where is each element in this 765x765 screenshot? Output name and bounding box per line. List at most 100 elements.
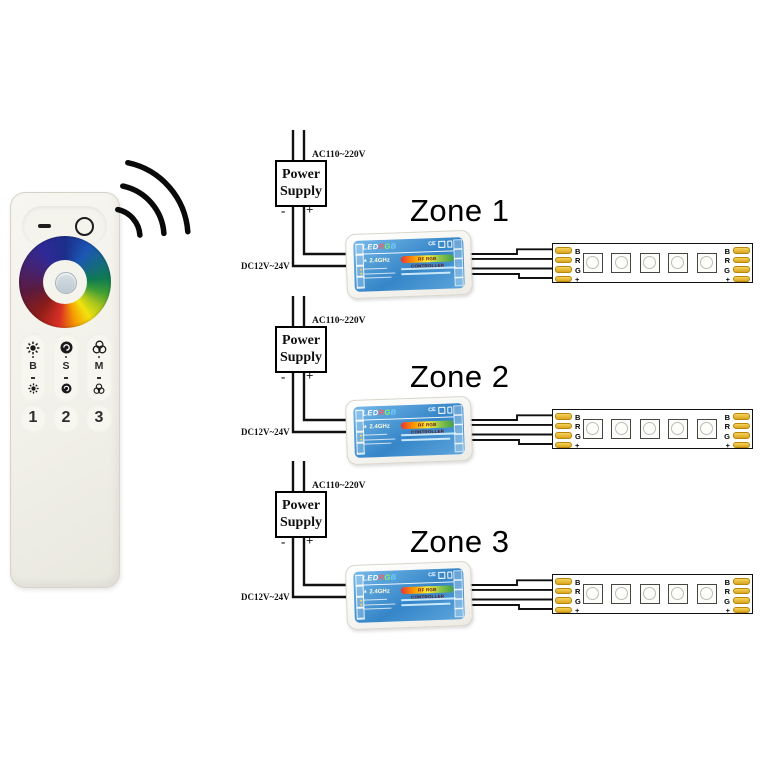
- pad-label-left: +: [575, 606, 580, 616]
- wiring-svg: [291, 461, 553, 610]
- controller-label: LEDRGB CE ▲ 2.4GHz RF RGB CONTROLLER: [353, 568, 465, 623]
- brand-rgb-text: RGB: [378, 241, 396, 251]
- led-chip: [668, 418, 689, 439]
- brand-rgb-letter: B: [390, 241, 397, 251]
- brightness-letter: B: [29, 360, 37, 372]
- zone2-button: 2: [61, 409, 71, 426]
- led-chip: [668, 583, 689, 604]
- warning-triangle-icon: ▲: [362, 423, 368, 430]
- solder-pad-left: [555, 606, 572, 614]
- ac-voltage-label: AC110~220V: [312, 481, 366, 491]
- brightness-down-icon: [27, 383, 39, 394]
- pad-label-left: G: [575, 265, 581, 275]
- rohs-icon: [437, 406, 445, 414]
- solder-pad-left: [555, 578, 572, 585]
- freq-text: 2.4GHz: [369, 423, 390, 431]
- solder-pad-right: [733, 422, 750, 430]
- pad-label-right: G: [724, 596, 730, 606]
- frequency-label: ▲ 2.4GHz: [363, 423, 390, 431]
- dc-negative-wire: [291, 538, 346, 599]
- certification-marks: CE: [428, 405, 453, 414]
- dc-positive-wire: [302, 207, 346, 256]
- minus-dash: [30, 377, 36, 379]
- pad-label-left: R: [575, 422, 581, 432]
- frequency-label: ▲ 2.4GHz: [363, 588, 390, 596]
- pad-label-left: G: [575, 431, 581, 441]
- rgb-controller: LEDRGB CE ▲ 2.4GHz RF RGB CONTROLLER: [344, 395, 474, 466]
- led-chip: [696, 583, 717, 604]
- solder-pad-right: [733, 597, 750, 604]
- solder-pad-left: [555, 587, 572, 595]
- bullet-dot: [359, 434, 362, 437]
- dc-voltage-label: DC12V~24V: [241, 592, 290, 602]
- mode-letter: M: [94, 360, 104, 372]
- mode-up-icon: [92, 340, 106, 354]
- led-chip: [696, 252, 717, 273]
- speed-letter: S: [62, 360, 70, 372]
- dc-negative-wire: [291, 373, 346, 434]
- strip-wire-b: [469, 248, 553, 255]
- weee-bin-icon: [446, 570, 453, 579]
- led-chip: [611, 252, 632, 273]
- fine-print-line: [363, 267, 388, 270]
- fine-print-line: [363, 598, 388, 601]
- pad-label-right: B: [724, 412, 730, 422]
- pad-label-right: B: [724, 246, 730, 256]
- brand-rgb-text: RGB: [378, 572, 396, 582]
- weee-bin-icon: [446, 239, 453, 248]
- certification-marks: CE: [428, 239, 453, 248]
- strip-wire-plus: [469, 604, 553, 610]
- frequency-label: ▲ 2.4GHz: [363, 257, 390, 265]
- solder-pad-right: [733, 587, 750, 595]
- ac-voltage-label: AC110~220V: [312, 316, 366, 326]
- solder-pad-right: [733, 441, 750, 449]
- led-chip: [611, 418, 632, 439]
- dc-voltage-label: DC12V~24V: [241, 261, 290, 271]
- remote-control: B S M 1 2 3: [10, 192, 120, 588]
- solder-pad-right: [733, 275, 750, 283]
- solder-pad-right: [733, 413, 750, 420]
- led-chip: [583, 418, 603, 439]
- controller-label: LEDRGB CE ▲ 2.4GHz RF RGB CONTROLLER: [353, 237, 465, 292]
- controller-brand: LEDRGB: [362, 407, 396, 417]
- fine-print-line: [363, 602, 396, 606]
- negative-terminal-label: -: [281, 369, 286, 384]
- brand-led-text: LED: [362, 408, 379, 418]
- pad-label-left: R: [575, 256, 581, 266]
- pad-label-right: G: [724, 265, 730, 275]
- strip-wire-plus: [469, 439, 553, 445]
- wireless-signal-icon: [115, 159, 191, 238]
- fine-print-line: [363, 271, 396, 275]
- led-chip: [639, 583, 660, 604]
- controller-brand: LEDRGB: [362, 241, 396, 251]
- solder-pad-left: [555, 247, 572, 254]
- zone1-button-pad: [20, 404, 46, 432]
- pad-label-left: B: [575, 246, 581, 256]
- pad-label-left: G: [575, 596, 581, 606]
- fine-print-line: [401, 437, 451, 441]
- zone-section: AC110~220V Power Supply - + DC12V~24V Zo…: [240, 296, 765, 468]
- controller-label: LEDRGB CE ▲ 2.4GHz RF RGB CONTROLLER: [353, 403, 465, 458]
- positive-terminal-label: +: [306, 202, 314, 217]
- solder-pad-right: [733, 247, 750, 254]
- brand-led-text: LED: [362, 573, 379, 583]
- strip-wire-plus: [469, 273, 553, 279]
- ce-mark: CE: [428, 572, 436, 579]
- strip-wire-b: [469, 414, 553, 421]
- positive-terminal-label: +: [306, 533, 314, 548]
- led-chip: [611, 583, 632, 604]
- mode-down-icon: [93, 383, 105, 394]
- brand-rgb-letter: B: [390, 572, 397, 582]
- power-supply-box: Power Supply: [275, 160, 327, 207]
- bullet-dot: [359, 599, 362, 602]
- strip-wire-b: [469, 579, 553, 586]
- pad-label-left: R: [575, 587, 581, 597]
- weee-bin-icon: [446, 405, 453, 414]
- zone-title: Zone 3: [410, 524, 510, 559]
- negative-terminal-label: -: [281, 534, 286, 549]
- pad-label-right: +: [725, 275, 730, 285]
- led-chip: [696, 418, 717, 439]
- brand-led-text: LED: [362, 242, 379, 252]
- dc-positive-wire: [302, 373, 346, 422]
